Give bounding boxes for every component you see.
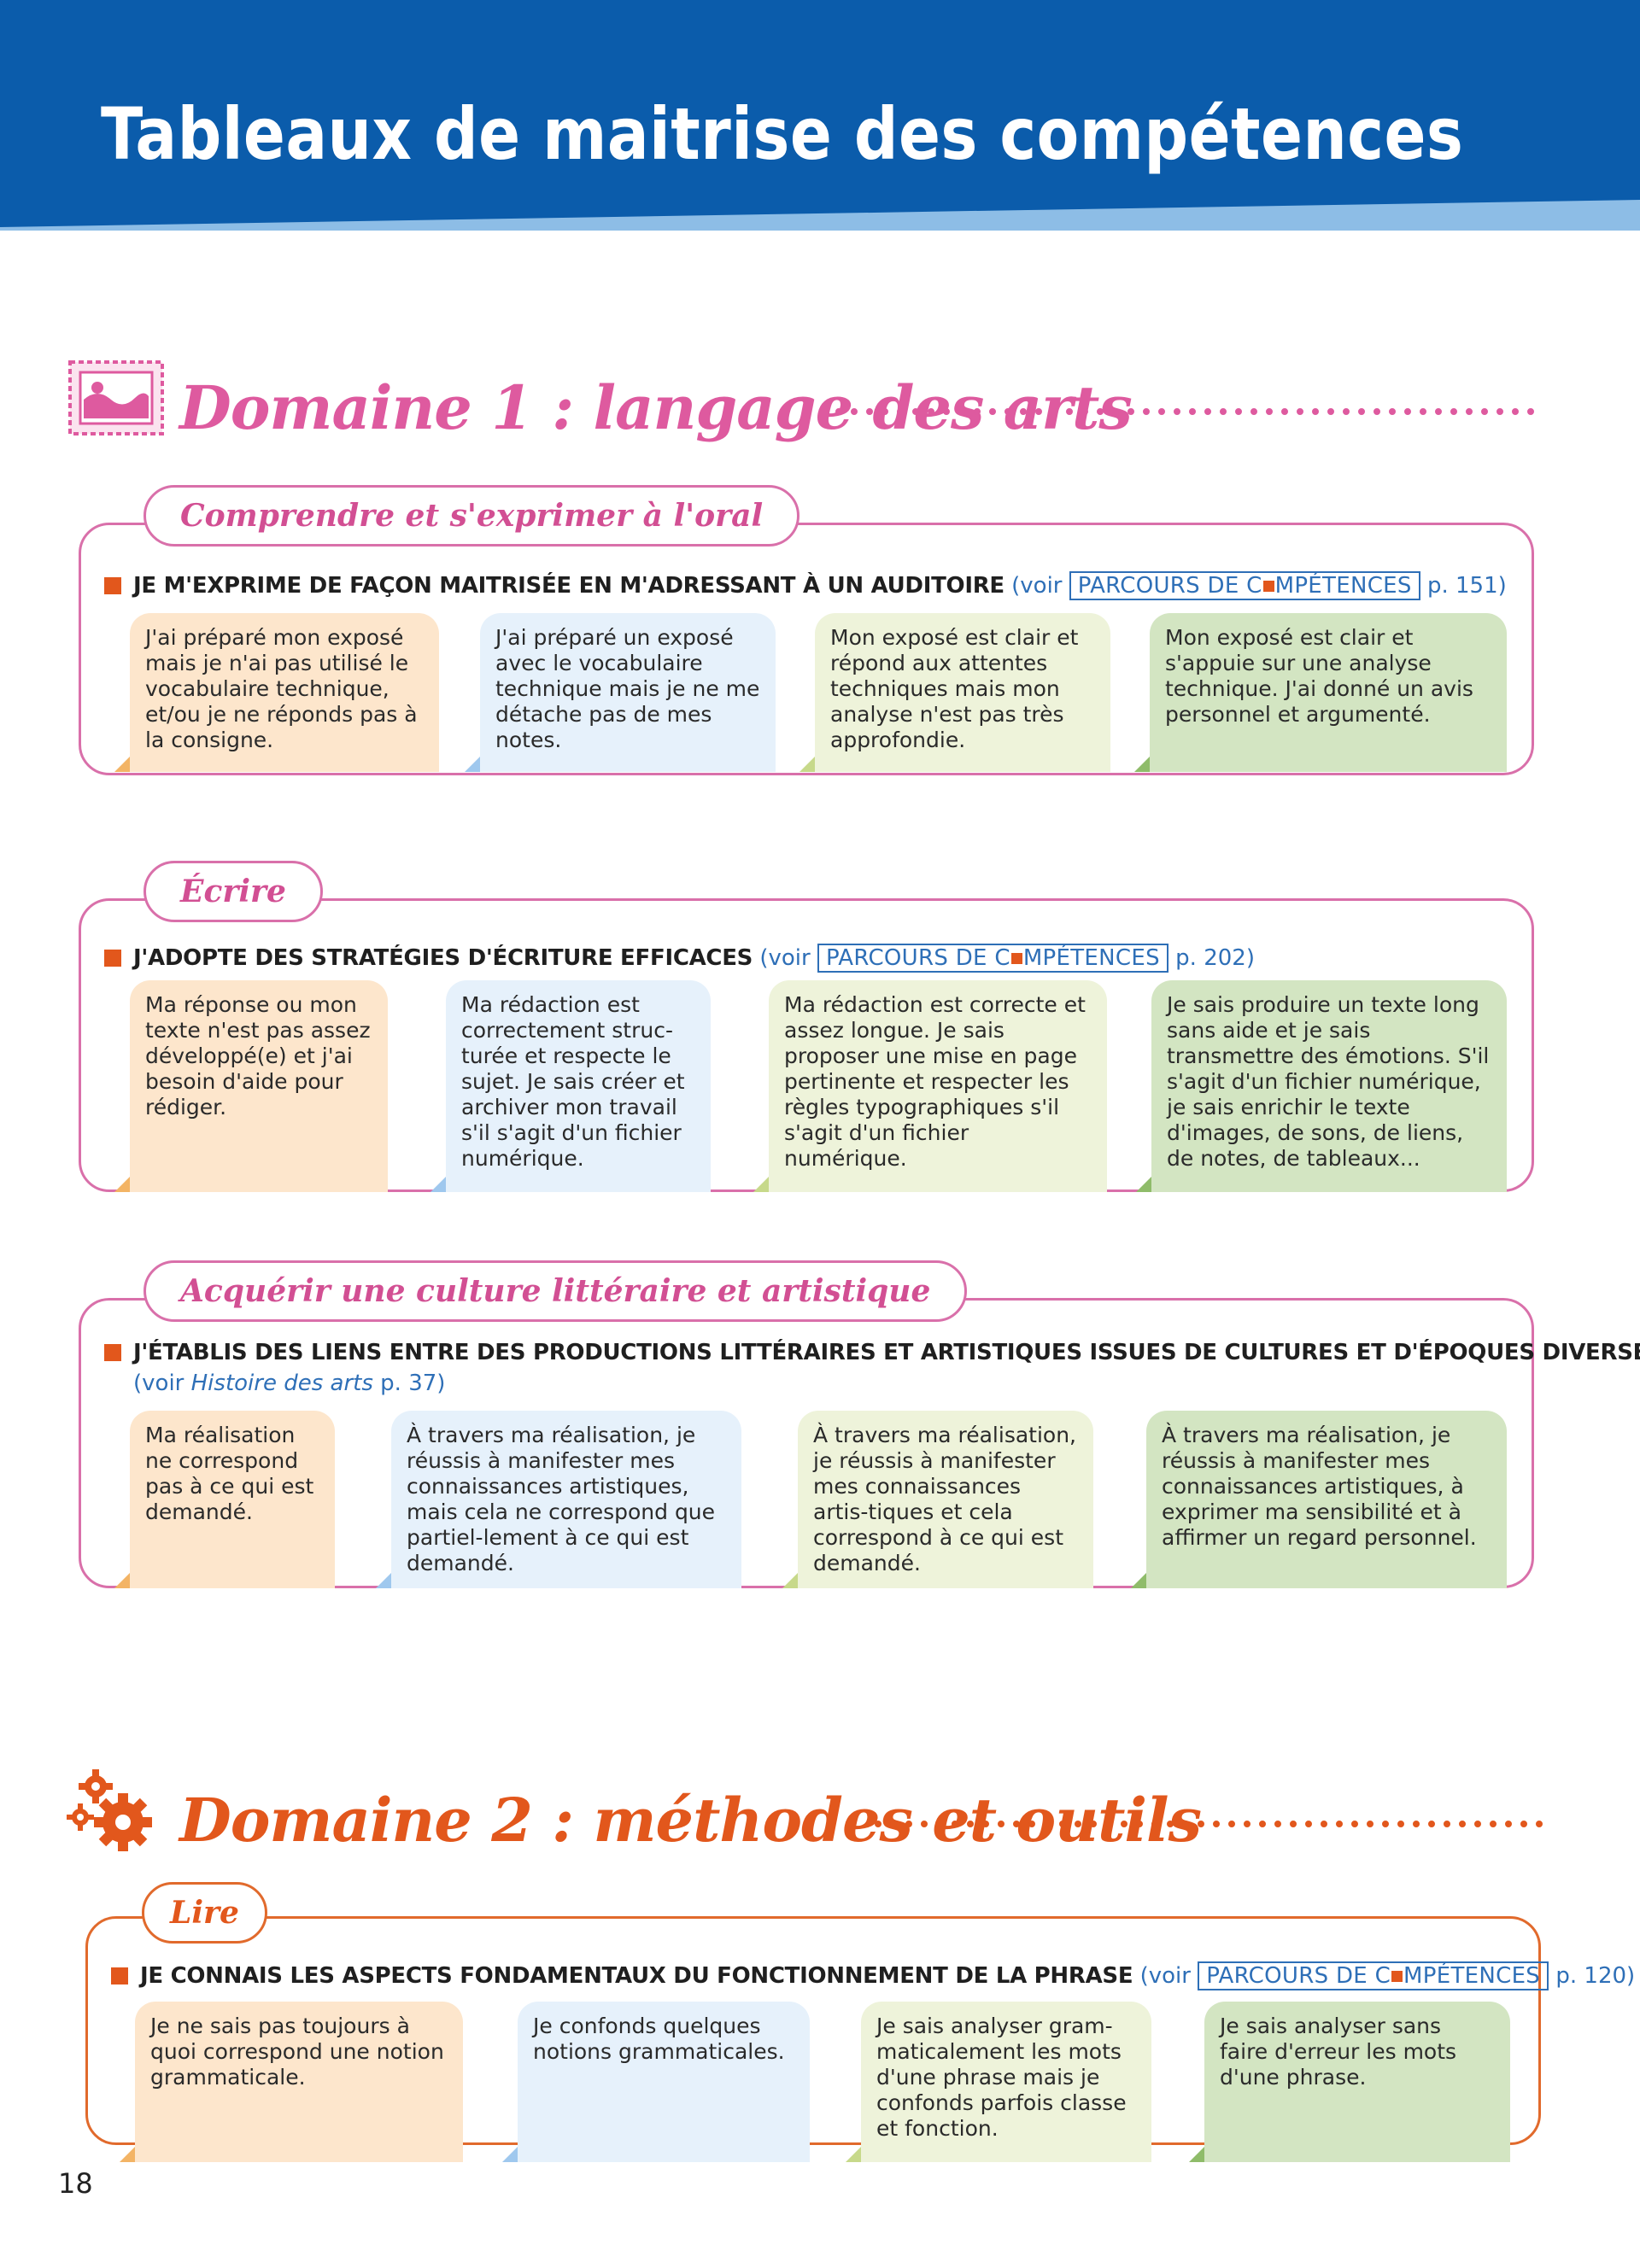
skill-title: J'ÉTABLIS DES LIENS ENTRE DES PRODUCTION…	[133, 1340, 1640, 1365]
bullet-square-icon	[111, 1967, 128, 1984]
section-ecrire: Écrire J'ADOPTE DES STRATÉGIES D'ÉCRITUR…	[79, 861, 1534, 1192]
page-number: 18	[58, 2167, 93, 2200]
ref-box-text-a: PARCOURS DE C	[1077, 573, 1262, 599]
orange-square-icon	[1391, 1971, 1403, 1982]
ref-prefix: (voir	[759, 945, 811, 971]
bullet-square-icon	[104, 950, 121, 967]
section-tab-ecrire: Écrire	[144, 861, 323, 922]
level-card-1: Ma réalisation ne correspond pas à ce qu…	[114, 1411, 335, 1588]
page-title: Tableaux de maitrise des compétences	[101, 92, 1464, 176]
skill-line: JE CONNAIS LES ASPECTS FONDAMENTAUX DU F…	[111, 1961, 1635, 1991]
level-card-2: À travers ma réalisation, je réussis à m…	[376, 1411, 741, 1588]
level-card-2: Je confonds quelques notions grammatical…	[502, 2002, 810, 2162]
section-tab-culture: Acquérir une culture littéraire et artis…	[144, 1260, 968, 1322]
framed-picture-icon	[68, 360, 164, 435]
ref-page: p. 202)	[1175, 945, 1255, 971]
card-fold-corner	[800, 757, 815, 772]
card-fold-corner	[1136, 1177, 1151, 1192]
skill-title: J'ADOPTE DES STRATÉGIES D'ÉCRITURE EFFIC…	[133, 945, 753, 971]
parcours-reference-link[interactable]: PARCOURS DE C MPÉTENCES	[1198, 1961, 1549, 1990]
domain2-heading: Domaine 2 : méthodes et outils	[67, 1768, 1544, 1862]
card-fold-corner	[782, 1573, 798, 1588]
ref-box-text-b: MPÉTENCES	[1022, 945, 1160, 971]
skill-title: JE CONNAIS LES ASPECTS FONDAMENTAUX DU F…	[140, 1963, 1133, 1989]
card-fold-corner	[1134, 757, 1150, 772]
card-fold-corner	[430, 1177, 446, 1192]
orange-square-icon	[1010, 953, 1022, 964]
level-card-4: Je sais analyser sans faire d'erreur les…	[1189, 2002, 1510, 2162]
skill-line: JE M'EXPRIME DE FAÇON MAITRISÉE EN M'ADR…	[104, 570, 1508, 601]
section-tab-oral: Comprendre et s'exprimer à l'oral	[144, 485, 800, 547]
ref-box-text-a: PARCOURS DE C	[825, 945, 1010, 971]
header-band: Tableaux de maitrise des compétences	[0, 0, 1640, 235]
skill-title: JE M'EXPRIME DE FAÇON MAITRISÉE EN M'ADR…	[133, 573, 1004, 599]
ref-prefix: (voir	[133, 1371, 184, 1396]
card-fold-corner	[114, 757, 130, 772]
card-fold-corner	[120, 2147, 135, 2162]
domain1-heading: Domaine 1 : langage des arts	[67, 355, 1544, 449]
ref-page: p. 151)	[1426, 573, 1507, 599]
section-oral: Comprendre et s'exprimer à l'oral JE M'E…	[79, 485, 1534, 775]
domain2-title: Domaine 2 : méthodes et outils	[179, 1785, 1202, 1856]
section-lire: Lire JE CONNAIS LES ASPECTS FONDAMENTAUX…	[85, 1882, 1635, 2162]
level-card-1: Je ne sais pas toujours à quoi correspon…	[120, 2002, 463, 2162]
ref-prefix: (voir	[1011, 573, 1063, 599]
card-fold-corner	[502, 2147, 518, 2162]
parcours-reference-link[interactable]: PARCOURS DE C MPÉTENCES	[817, 944, 1168, 973]
card-fold-corner	[846, 2147, 861, 2162]
header-background	[0, 0, 1640, 235]
card-fold-corner	[376, 1573, 391, 1588]
card-fold-corner	[753, 1177, 769, 1192]
level-card-2: J'ai préparé un exposé avec le vocabulai…	[465, 613, 776, 772]
dotted-leader	[835, 408, 1544, 415]
level-card-4: Mon exposé est clair et s'appuie sur une…	[1134, 613, 1507, 772]
bullet-square-icon	[104, 1344, 121, 1361]
section-frame	[85, 1916, 1541, 2145]
level-card-4: À travers ma réalisation, je réussis à m…	[1131, 1411, 1507, 1588]
domain1-title: Domaine 1 : langage des arts	[179, 372, 1133, 443]
ref-page: p. 37)	[380, 1371, 446, 1396]
ref-box-text-b: MPÉTENCES	[1403, 1963, 1541, 1989]
ref-box-text-a: PARCOURS DE C	[1206, 1963, 1391, 1989]
level-card-1: Ma réponse ou mon texte n'est pas assez …	[114, 980, 388, 1192]
section-tab-lire: Lire	[142, 1882, 267, 1944]
skill-line: J'ÉTABLIS DES LIENS ENTRE DES PRODUCTION…	[104, 1337, 1640, 1399]
section-frame	[79, 523, 1534, 775]
level-card-4: Je sais produire un texte long sans aide…	[1136, 980, 1507, 1192]
bullet-square-icon	[104, 577, 121, 594]
level-card-3: À travers ma réalisation, je réussis à m…	[782, 1411, 1093, 1588]
card-fold-corner	[1189, 2147, 1204, 2162]
orange-square-icon	[1262, 581, 1274, 592]
level-card-1: J'ai préparé mon exposé mais je n'ai pas…	[114, 613, 439, 772]
card-fold-corner	[1131, 1573, 1146, 1588]
card-fold-corner	[114, 1177, 130, 1192]
ref-box-text-b: MPÉTENCES	[1274, 573, 1412, 599]
card-fold-corner	[465, 757, 480, 772]
level-card-3: Mon exposé est clair et répond aux atten…	[800, 613, 1110, 772]
card-fold-corner	[114, 1573, 130, 1588]
level-card-2: Ma rédaction est correctement struc-turé…	[430, 980, 711, 1192]
ref-prefix: (voir	[1139, 1963, 1191, 1989]
skill-line: J'ADOPTE DES STRATÉGIES D'ÉCRITURE EFFIC…	[104, 943, 1508, 973]
ref-histoire-des-arts-link[interactable]: Histoire des arts	[190, 1371, 373, 1396]
parcours-reference-link[interactable]: PARCOURS DE C MPÉTENCES	[1069, 571, 1420, 600]
level-card-3: Ma rédaction est correcte et assez longu…	[753, 980, 1107, 1192]
gears-icon	[67, 1769, 152, 1851]
level-card-3: Je sais analyser gram-maticalement les m…	[846, 2002, 1151, 2162]
section-culture: Acquérir une culture littéraire et artis…	[79, 1260, 1640, 1588]
ref-line: (voir Histoire des arts p. 37)	[133, 1368, 1508, 1399]
dotted-leader	[875, 1821, 1544, 1827]
ref-page: p. 120)	[1555, 1963, 1636, 1989]
